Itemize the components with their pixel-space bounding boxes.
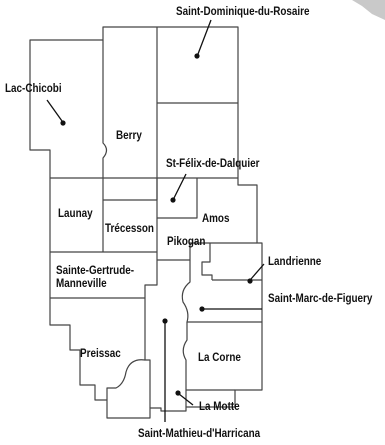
leader-la-motte: [178, 393, 194, 406]
territory-outline: [29, 26, 263, 419]
label-preissac: Preissac: [80, 348, 121, 360]
boundary-line: [201, 243, 213, 280]
boundary-line: [157, 242, 257, 261]
boundary-line: [102, 178, 158, 201]
boundary-line: [156, 178, 198, 219]
paper-corner-decoration: [352, 0, 385, 20]
label-saint-dominique: Saint-Dominique-du-Rosaire: [176, 6, 310, 18]
leader-saint-dominique: [197, 19, 212, 55]
label-saint-mathieu: Saint-Mathieu-d'Harricana: [138, 428, 261, 440]
label-berry: Berry: [116, 130, 142, 142]
boundary-line: [106, 359, 146, 400]
marker-lac-chicobi: [60, 120, 66, 126]
label-sainte-gertrude: Sainte-Gertrude- Manneville: [56, 265, 134, 291]
municipal-boundaries: [50, 27, 262, 408]
boundary-line: [144, 252, 158, 408]
leader-lac-chicobi: [46, 99, 63, 122]
label-la-corne: La Corne: [198, 352, 241, 364]
label-pikogan: Pikogan: [167, 236, 206, 248]
marker-la-motte: [175, 390, 181, 396]
label-la-motte: La Motte: [199, 401, 240, 413]
leader-st-felix: [173, 173, 187, 199]
boundary-line: [182, 322, 188, 407]
marker-saint-dominique: [194, 53, 200, 59]
label-saint-marc: Saint-Marc-de-Figuery: [268, 293, 373, 305]
label-amos: Amos: [202, 213, 230, 225]
label-lac-chicobi: Lac-Chicobi: [5, 83, 62, 95]
boundary-line: [102, 40, 108, 178]
label-sainte-gertrude-line2: Manneville: [56, 278, 107, 290]
label-landrienne: Landrienne: [268, 256, 322, 268]
label-st-felix: St-Félix-de-Dalquier: [166, 158, 260, 170]
marker-st-felix: [170, 197, 176, 203]
marker-saint-mathieu: [162, 318, 168, 324]
marker-landrienne: [247, 278, 253, 284]
label-trecesson: Trécesson: [105, 223, 154, 235]
label-launay: Launay: [58, 208, 93, 220]
label-sainte-gertrude-line1: Sainte-Gertrude-: [56, 265, 135, 277]
boundary-line: [181, 260, 205, 323]
leader-landrienne: [250, 263, 265, 280]
marker-saint-marc: [199, 306, 205, 312]
